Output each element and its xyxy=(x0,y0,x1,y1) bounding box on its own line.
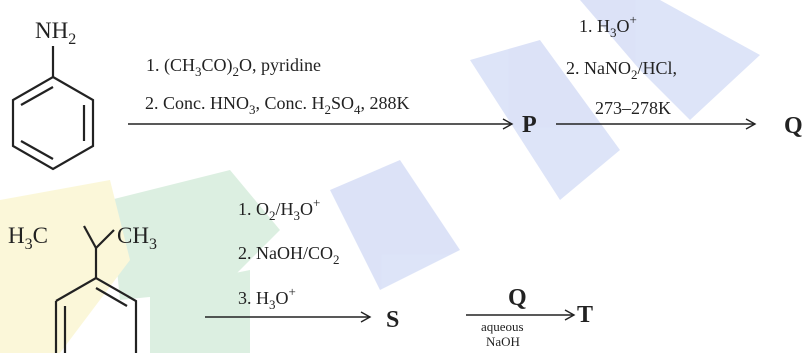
watermark-green-shape xyxy=(110,170,280,300)
watermark xyxy=(0,0,760,353)
reagent-diazotization: 2. NaNO2/HCl, xyxy=(566,58,677,82)
cumene-molecule xyxy=(54,225,138,353)
watermark-yellow-shape xyxy=(0,180,130,353)
reagent-q-label: Q xyxy=(508,285,527,311)
reaction-arrow-4 xyxy=(466,309,576,321)
reagent-acidification: 3. H3O+ xyxy=(238,284,296,312)
watermark-blue-o-shape xyxy=(330,160,460,290)
watermark-blue-a-shape xyxy=(580,0,760,120)
product-p-label: P xyxy=(522,112,537,138)
reaction-arrow-1 xyxy=(128,118,514,130)
reagent-oxidation: 1. O2/H3O+ xyxy=(238,195,320,223)
reaction-arrow-2 xyxy=(556,118,757,130)
product-s-label: S xyxy=(386,307,399,333)
reagent-aqueous-label: aqueous xyxy=(481,319,524,334)
methyl-right-label: CH3 xyxy=(117,223,157,253)
product-q-label: Q xyxy=(784,113,803,139)
reagent-acetic-anhydride: 1. (CH3CO)2O, pyridine xyxy=(146,55,321,79)
reagent-nitration: 2. Conc. HNO3, Conc. H2SO4, 288K xyxy=(145,93,410,117)
product-t-label: T xyxy=(577,302,593,328)
watermark-green-bar-shape xyxy=(150,270,250,353)
aniline-molecule xyxy=(11,46,95,171)
reaction-arrow-3 xyxy=(205,311,372,323)
methyl-left-label: H3C xyxy=(8,223,48,253)
amine-group-label: NH2 xyxy=(35,18,76,48)
reagent-carboxylation: 2. NaOH/CO2 xyxy=(238,243,340,267)
reagent-hydrolysis-1: 1. H3O+ xyxy=(579,12,637,40)
watermark-blue-r-shape xyxy=(470,40,620,200)
reagent-naoh-label: NaOH xyxy=(486,334,520,349)
reagent-temperature: 273–278K xyxy=(595,98,671,118)
